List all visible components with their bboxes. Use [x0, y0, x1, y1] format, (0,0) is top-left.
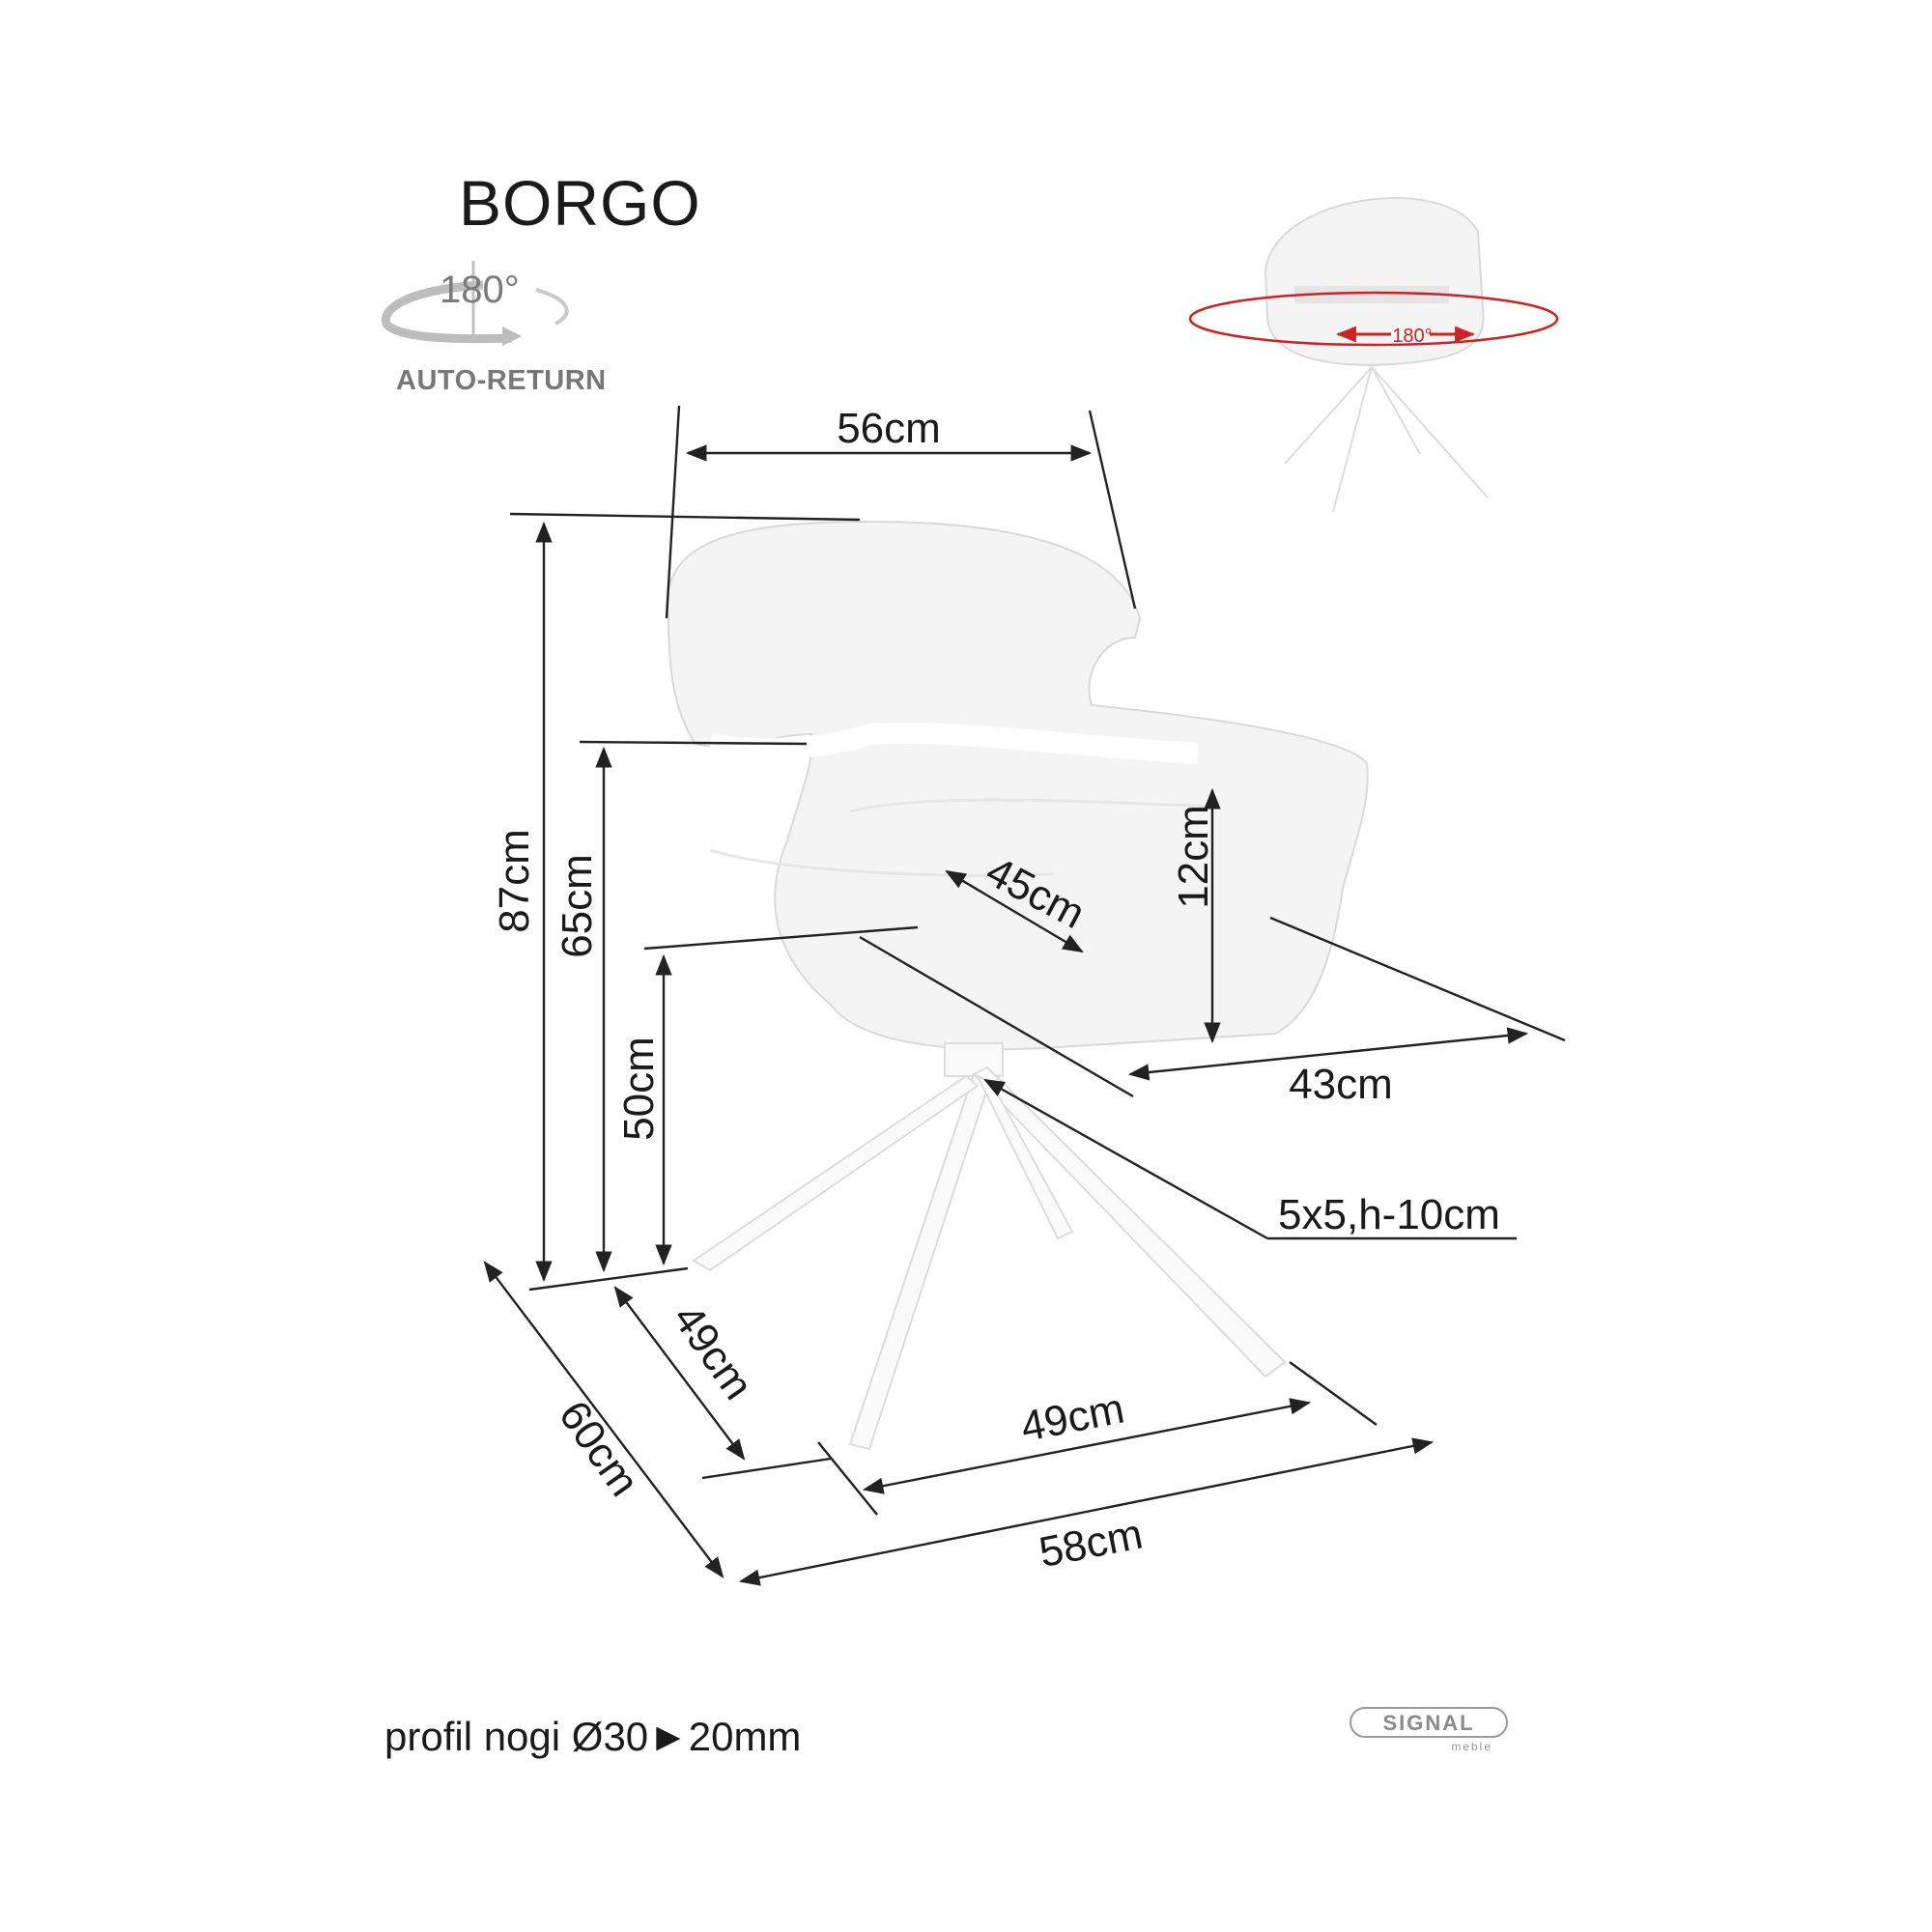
- label-56cm: 56cm: [837, 405, 941, 452]
- label-50cm: 50cm: [615, 1037, 663, 1141]
- dimension-backrest-width: 56cm: [665, 405, 1137, 619]
- label-65cm: 65cm: [554, 854, 601, 958]
- dimension-seat-width: 43cm: [859, 916, 1566, 1108]
- swivel-preview-chair: 180°: [1188, 197, 1559, 513]
- leg-profile-note: profil nogi Ø30►20mm: [384, 1714, 802, 1759]
- dimension-base-width: 49cm: [817, 1384, 1312, 1516]
- label-43cm: 43cm: [1289, 1061, 1393, 1108]
- swivel-ring: [1188, 291, 1559, 347]
- brand-sub: meble: [1451, 1740, 1492, 1753]
- product-title: BORGO: [459, 167, 701, 239]
- swivel-degrees: 180°: [1392, 326, 1432, 347]
- brand-name: SIGNAL: [1382, 1711, 1474, 1735]
- dimension-total-height: 87cm: [491, 512, 861, 1283]
- dimension-base-depth: 49cm: [613, 1286, 832, 1480]
- auto-return-label: AUTO-RETURN: [396, 365, 607, 396]
- label-58cm: 58cm: [1036, 1510, 1147, 1577]
- rotation-degrees: 180°: [440, 269, 520, 311]
- chair-illustration: [666, 520, 1369, 1451]
- dimension-side-height: 12cm: [1170, 787, 1221, 1044]
- rotation-arrow-icon: [381, 261, 569, 346]
- dimension-leg-profile: 5x5,h-10cm: [983, 1078, 1517, 1240]
- label-12cm: 12cm: [1170, 805, 1217, 909]
- label-60cm: 60cm: [550, 1393, 648, 1505]
- label-87cm: 87cm: [491, 829, 538, 933]
- dimension-armrest-height: 65cm: [554, 740, 808, 1273]
- label-49cm-depth: 49cm: [664, 1296, 762, 1408]
- brand-logo: SIGNAL meble: [1350, 1707, 1508, 1753]
- label-leg-profile: 5x5,h-10cm: [1278, 1191, 1500, 1238]
